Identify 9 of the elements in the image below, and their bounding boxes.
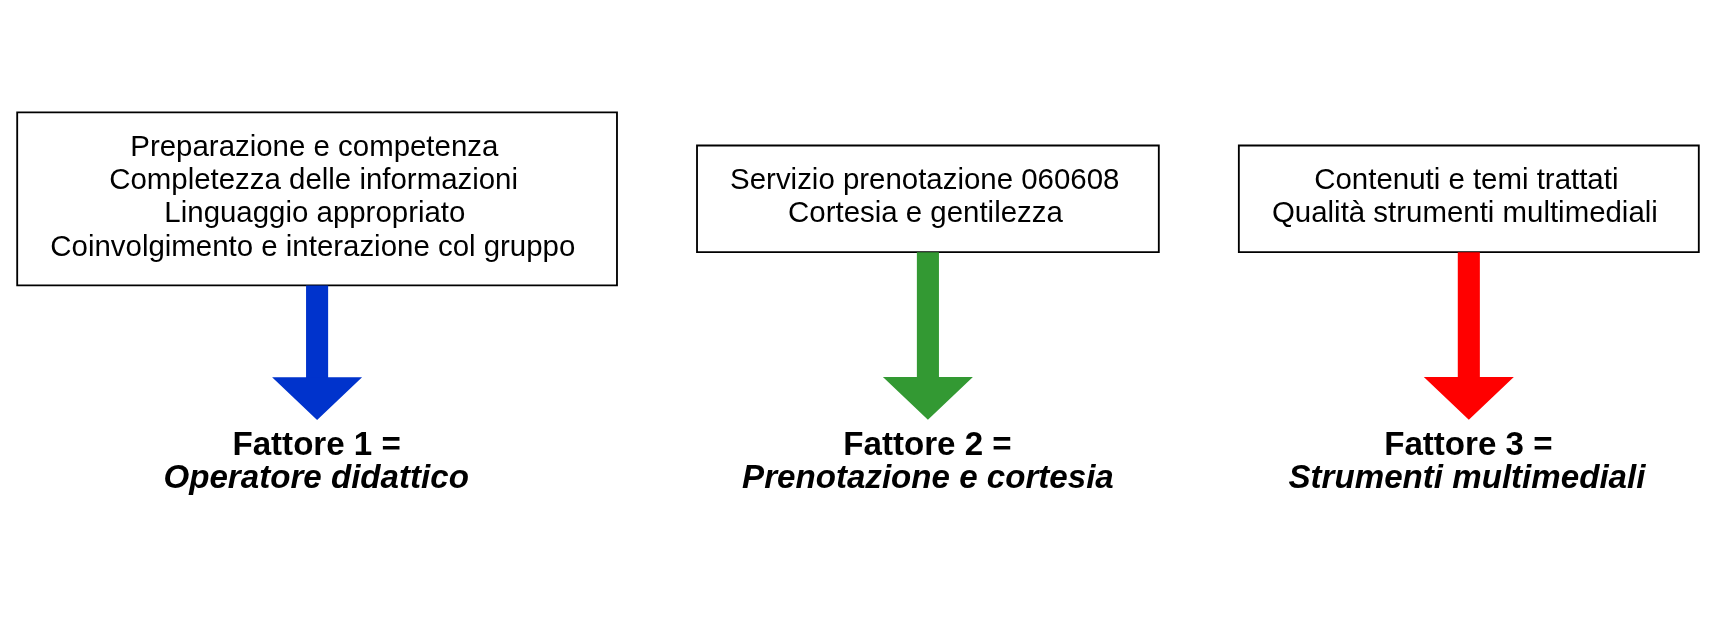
node-box: Servizio prenotazione 060608 Cortesia e gentilezza bbox=[696, 144, 1160, 254]
node-box: Preparazione e competenza Completezza delle informazioni Linguaggio appropriato Coinvolgimento e interazione col gruppo bbox=[16, 111, 618, 287]
arrow bbox=[272, 285, 363, 420]
arrow bbox=[1423, 252, 1514, 420]
node-box: Contenuti e temi trattati Qualità strumenti multimediali bbox=[1237, 144, 1700, 254]
node-text: Fattore 2 = Prenotazione e cortesia bbox=[742, 425, 1114, 496]
node-text: Fattore 1 = Operatore didattico bbox=[163, 425, 469, 496]
node-text: Fattore 3 = Strumenti multimediali bbox=[1288, 425, 1646, 496]
arrow bbox=[882, 252, 973, 420]
